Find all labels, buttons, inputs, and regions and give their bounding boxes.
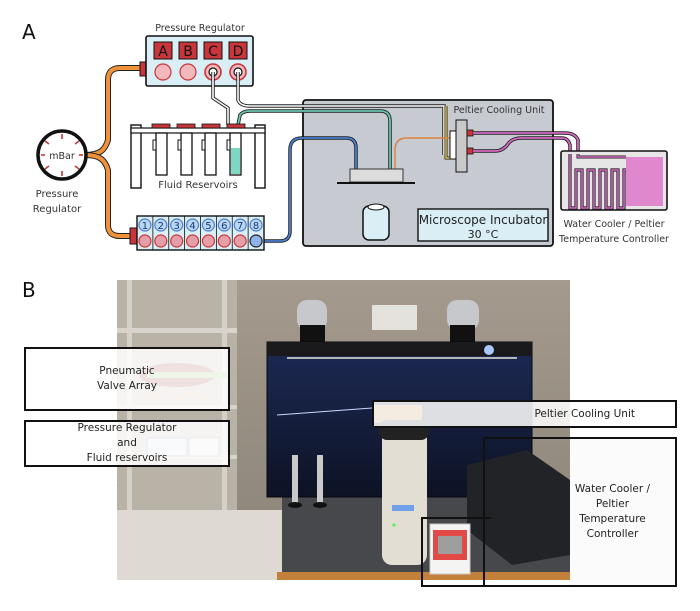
green-fluid-tubing [236,109,392,170]
regulator-box-title: Pressure Regulator [155,23,245,34]
regulator-box [145,35,254,87]
valve-port-4: 4 [184,216,200,250]
orange-lead [394,137,452,170]
callout-peltier: Peltier Cooling Unit [372,400,677,428]
valve-port-3: 3 [168,216,184,250]
valve-port-number: 5 [205,221,211,232]
reservoir-tubes [155,132,242,176]
blue-indicator [484,345,494,355]
orange-air-tubing [82,65,143,239]
reservoir-label: Fluid Reservoirs [158,180,237,191]
gauge-label-line1: Pressure [36,189,79,200]
pressure-gauge: mBar [36,129,88,181]
valve-port-number: 2 [158,221,164,232]
blue-fluid-tubing [260,136,358,243]
svg-text:A: A [158,44,168,60]
svg-text:D: D [233,44,244,60]
water-cooler-label-line2: Temperature Controller [558,234,669,245]
peltier-heatsink [455,119,468,173]
microscope-head [372,305,417,330]
reservoir-clips [152,139,231,151]
pink-coolant-tubing [473,131,580,154]
water-cooler-label-line1: Water Cooler / Peltier [564,219,665,230]
reservoir-caps [151,123,246,129]
valve-port-6: 6 [215,216,231,250]
microscope-body [382,425,427,565]
callout-water-cooler-ext [421,517,491,587]
water-cooler [560,150,668,211]
panel-a-letter: A [22,20,36,44]
callout-valve-array: Pneumatic Valve Array [24,347,230,411]
water-cooler-photo [467,450,570,565]
callout-water-cooler-frame [483,437,677,587]
right-duct [447,300,479,330]
valve-port-5: 5 [200,216,216,250]
reservoir-fluid [231,148,240,174]
fluid-reservoir-rack [130,123,266,189]
valve-port-number: 1 [142,221,148,232]
svg-text:C: C [208,44,218,60]
svg-text:B: B [183,44,193,60]
callout-peltier-text: Peltier Cooling Unit [534,407,635,420]
regulator-inlet [139,61,147,77]
objective-lens-icon [362,203,390,241]
valve-port-8: 8 [247,216,263,250]
peltier-port-top [466,129,474,137]
gauge-label-line2: Regulator [33,204,82,215]
setup-schematic: mBar Pressure Regulator Pressure Regulat… [33,23,669,251]
incubator-label-box [417,208,549,242]
left-duct [297,300,327,330]
callout-valve-array-text: Pneumatic Valve Array [96,365,157,392]
incubator-temperature: 30 °C [468,228,499,241]
pressure-lines [211,72,446,155]
microscope-stage [349,168,404,183]
gauge-ticks [41,134,83,176]
incubator-title: Microscope Incubator [419,213,548,227]
valve-port-number: 3 [174,221,180,232]
channel-b: B [178,41,198,81]
peltier-label: Peltier Cooling Unit [454,105,545,116]
gauge-unit: mBar [49,151,75,162]
valve-port-number: 8 [253,221,259,232]
callout-regulator-reservoirs: Pressure Regulator and Fluid reservoirs [24,420,230,467]
callout-regulator-reservoirs-text: Pressure Regulator and Fluid reservoirs [77,422,177,464]
channel-a: A [153,41,173,81]
callout-water-cooler-text: Water Cooler / Peltier Temperature Contr… [574,483,651,540]
valve-port-2: 2 [152,216,168,250]
peltier-port-bottom [466,147,474,155]
valve-port-number: 7 [237,221,243,232]
valve-port-number: 6 [221,221,227,232]
valve-port-number: 4 [189,221,195,232]
valve-port-7: 7 [231,216,247,250]
callout-water-cooler: Water Cooler / Peltier Temperature Contr… [570,439,675,585]
valve-port-1: 1 [138,218,152,248]
panel-b-letter: B [22,278,36,302]
